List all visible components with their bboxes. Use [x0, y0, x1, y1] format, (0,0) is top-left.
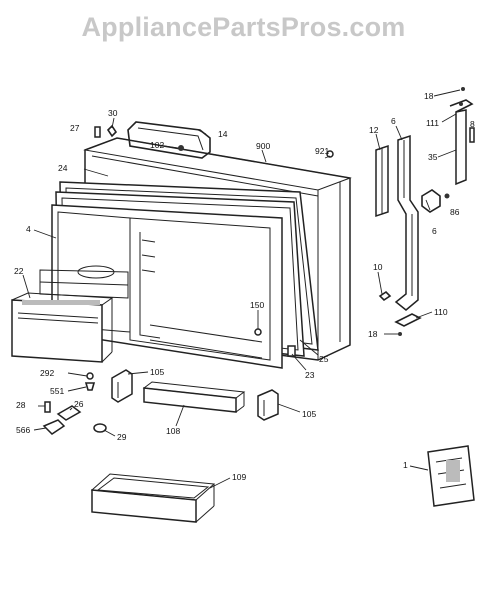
- callout-108: 108: [166, 426, 180, 436]
- callout-10: 10: [373, 262, 383, 272]
- hinge-bar: [394, 134, 419, 311]
- site-watermark: AppliancePartsPros.com: [81, 12, 406, 42]
- callout-18-bottom: 18: [368, 329, 378, 339]
- callout-23: 23: [305, 370, 315, 380]
- callout-25: 25: [319, 354, 329, 364]
- callout-1: 1: [403, 460, 408, 470]
- callout-111: 111: [426, 118, 439, 128]
- shelf-support-right: [257, 389, 279, 421]
- bottom-hinge: [378, 87, 465, 336]
- callout-566: 566: [16, 425, 30, 435]
- small-parts: [42, 124, 334, 435]
- side-bracket: [449, 99, 475, 186]
- callout-18-top: 18: [424, 91, 434, 101]
- callout-921: 921: [315, 146, 329, 156]
- callout-4: 4: [26, 224, 31, 234]
- callout-102: 102: [150, 140, 164, 150]
- callout-35: 35: [428, 152, 438, 162]
- callout-105-left: 105: [150, 367, 164, 377]
- callout-6-mid: 6: [432, 226, 437, 236]
- callout-150: 150: [250, 300, 264, 310]
- callout-110: 110: [434, 307, 448, 317]
- callout-28: 28: [16, 400, 26, 410]
- shelf-frame: [142, 381, 246, 413]
- shelf-support-left: [111, 369, 133, 403]
- callout-30: 30: [108, 108, 118, 118]
- callout-22: 22: [14, 266, 24, 276]
- callout-109: 109: [232, 472, 246, 482]
- callout-105-right: 105: [302, 409, 316, 419]
- callout-labels: 18 111 8 6 12 35 30 27 14 102 900 921 24…: [14, 91, 475, 482]
- callout-27: 27: [70, 123, 80, 133]
- callout-900: 900: [256, 141, 270, 151]
- callout-29: 29: [117, 432, 127, 442]
- callout-12: 12: [369, 125, 379, 135]
- leader-lines: [22, 89, 461, 489]
- inner-liner: [39, 204, 283, 369]
- crisper-cover: [11, 292, 114, 363]
- callout-24: 24: [58, 163, 68, 173]
- callout-8: 8: [470, 119, 475, 129]
- callout-14: 14: [218, 129, 228, 139]
- callout-292: 292: [40, 368, 54, 378]
- door-stop-rail: [375, 144, 389, 218]
- hinge-plate: [421, 189, 450, 213]
- crisper-drawer: [90, 473, 216, 523]
- top-handle-part: [127, 121, 211, 159]
- literature-sheet: [427, 445, 475, 507]
- callout-26: 26: [74, 399, 84, 409]
- callout-86: 86: [450, 207, 460, 217]
- callout-551: 551: [50, 386, 64, 396]
- callout-6-top: 6: [391, 116, 396, 126]
